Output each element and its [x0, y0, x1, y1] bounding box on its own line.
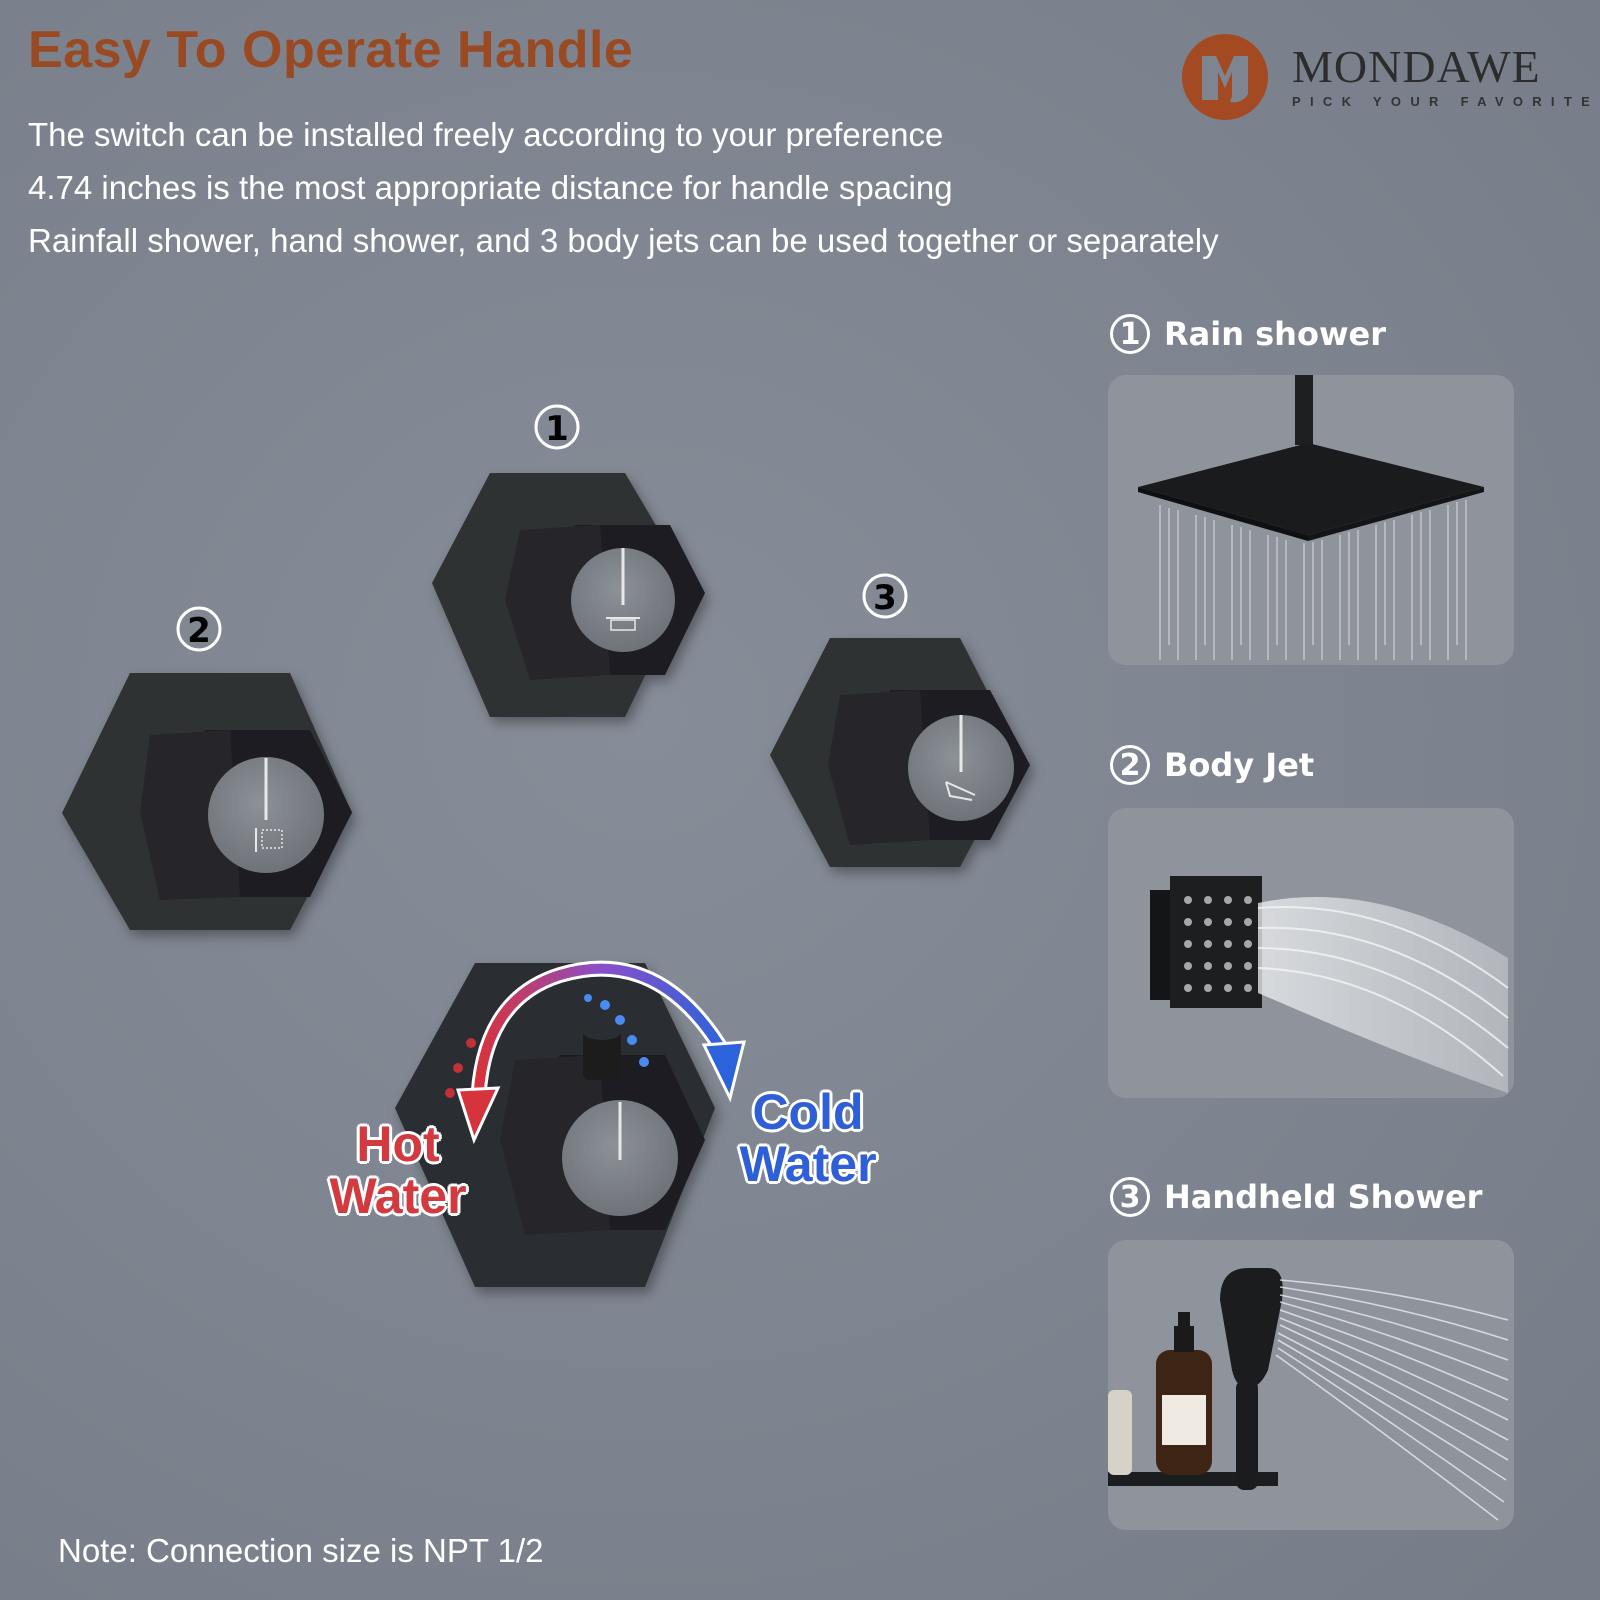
- diverter-handle-3[interactable]: [770, 638, 1030, 867]
- cold-water-line-2: Water: [739, 1136, 877, 1192]
- body-jet-icon: [1108, 808, 1514, 1098]
- handle-3-number: 3: [862, 573, 908, 619]
- handle-1-number: 1: [534, 404, 580, 450]
- hot-water-label: Hot Water: [318, 1118, 478, 1222]
- svg-text:3: 3: [873, 578, 897, 618]
- svg-text:1: 1: [545, 409, 569, 449]
- rain-shower-panel: [1108, 375, 1514, 665]
- hot-water-line-2: Water: [329, 1168, 467, 1224]
- body-jet-panel: [1108, 808, 1514, 1098]
- feature-1-label: Rain shower: [1164, 315, 1386, 353]
- brand-tagline: PICK YOUR FAVORITE: [1292, 94, 1600, 109]
- feature-2-number: 2: [1110, 745, 1150, 785]
- cold-water-label: Cold Water: [728, 1086, 888, 1190]
- diverter-handle-1[interactable]: [432, 473, 705, 717]
- rain-shower-icon: [1108, 375, 1514, 665]
- connection-size-note: Note: Connection size is NPT 1/2: [58, 1532, 544, 1569]
- handheld-shower-icon: [1108, 1240, 1514, 1530]
- feature-3-title: 3 Handheld Shower: [1110, 1177, 1482, 1217]
- hot-water-line-1: Hot: [356, 1116, 440, 1172]
- description-line-1: The switch can be installed freely accor…: [28, 116, 944, 153]
- brand-name: MONDAWE: [1292, 41, 1541, 92]
- diverter-handle-2[interactable]: [62, 673, 352, 930]
- feature-3-number: 3: [1110, 1177, 1150, 1217]
- feature-3-label: Handheld Shower: [1164, 1178, 1483, 1216]
- feature-1-number: 1: [1110, 314, 1150, 354]
- handheld-shower-panel: [1108, 1240, 1514, 1530]
- description-line-2: 4.74 inches is the most appropriate dist…: [28, 169, 953, 206]
- temperature-arc-arrow: [455, 960, 746, 1145]
- feature-1-title: 1 Rain shower: [1110, 314, 1386, 354]
- feature-2-title: 2 Body Jet: [1110, 745, 1314, 785]
- cold-water-line-1: Cold: [752, 1084, 864, 1140]
- page-title: Easy To Operate Handle: [28, 21, 634, 79]
- description: The switch can be installed freely accor…: [28, 108, 1308, 267]
- temperature-dots: [445, 994, 649, 1098]
- feature-2-label: Body Jet: [1164, 746, 1315, 784]
- svg-text:2: 2: [187, 611, 211, 651]
- handle-2-number: 2: [176, 606, 222, 652]
- brand-logo-icon: [1182, 34, 1268, 120]
- description-line-3: Rainfall shower, hand shower, and 3 body…: [28, 222, 1219, 259]
